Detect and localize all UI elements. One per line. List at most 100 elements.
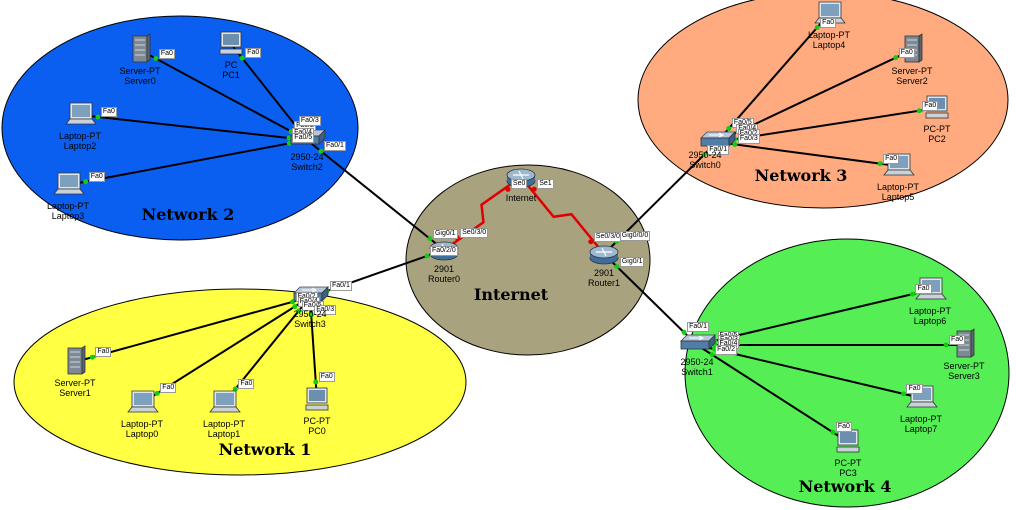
port-status-dot (286, 140, 292, 146)
port-label: Fa0 (245, 48, 262, 59)
port-status-dot (588, 239, 594, 245)
port-status-dot (292, 304, 298, 310)
device-model: Server-PT (943, 361, 985, 371)
copper-link[interactable] (139, 49, 308, 141)
port-status-dot (614, 264, 620, 270)
devices-layer (53, 1, 975, 453)
port-status-dot (531, 186, 537, 192)
laptop-icon[interactable] (65, 102, 97, 125)
port-status-dot (943, 342, 949, 348)
device-name: Server2 (896, 76, 928, 86)
device-name: Router1 (587, 278, 621, 288)
port-status-dot (95, 114, 101, 120)
device-name: Server0 (124, 76, 156, 86)
device-name: Laptop4 (812, 40, 846, 50)
internet-title: Internet (473, 285, 549, 304)
device-model: Laptop-PT (908, 306, 952, 316)
device-model: PC (224, 60, 238, 70)
port-status-dot (900, 391, 906, 397)
device-name: Laptop3 (51, 211, 85, 221)
copper-link[interactable] (67, 139, 308, 186)
port-label: Fa0/5 (292, 133, 315, 144)
device-model: 2950-24 (293, 309, 327, 319)
port-label: Se0 (510, 179, 528, 190)
port-status-dot (424, 253, 430, 259)
port-status-dot (83, 179, 89, 185)
port-label: Fa0 (915, 284, 932, 295)
port-label: Fa0 (949, 335, 966, 345)
switch-icon[interactable] (680, 334, 716, 350)
port-status-dot (893, 55, 899, 61)
device-name: PC1 (222, 70, 240, 80)
device-model: Server-PT (891, 66, 933, 76)
port-status-dot (286, 135, 292, 141)
device-name: Laptop5 (881, 192, 915, 202)
internet-label: Internet (506, 193, 537, 203)
port-status-dot (909, 291, 915, 297)
port-label: Fa0 (88, 171, 105, 182)
copper-link[interactable] (603, 253, 698, 346)
server-icon[interactable] (132, 33, 151, 63)
port-status-dot (726, 125, 732, 131)
device-model: Laptop-PT (876, 182, 920, 192)
device-name: Laptop6 (913, 316, 947, 326)
port-label: Gig0/1 (432, 228, 458, 239)
copper-link[interactable] (79, 114, 308, 141)
device-name: Switch2 (291, 162, 323, 172)
device-model: Laptop-PT (46, 201, 90, 211)
port-status-dot (308, 312, 314, 318)
port-label: Fa0/1 (687, 322, 710, 333)
copper-link[interactable] (716, 141, 899, 167)
pc-icon[interactable] (305, 387, 329, 411)
serial-link[interactable] (520, 176, 605, 255)
laptop-icon[interactable] (53, 172, 85, 195)
laptop-icon[interactable] (209, 390, 241, 413)
port-label: Fa0 (160, 383, 177, 394)
laptop-icon[interactable] (127, 390, 159, 413)
device-name: PC2 (928, 134, 946, 144)
device-name: Switch3 (294, 319, 326, 329)
server-icon[interactable] (67, 345, 86, 375)
port-label: Fa0 (238, 379, 255, 390)
copper-link[interactable] (696, 344, 849, 443)
internet-area (405, 164, 651, 356)
port-status-dot (427, 236, 433, 242)
port-status-dot (318, 148, 324, 154)
network-1-title: Network 1 (218, 440, 312, 459)
network-2-area (1, 15, 359, 241)
port-label: Fa0/2 (715, 344, 738, 355)
port-label: Fa0 (820, 17, 837, 28)
device-name: PC0 (308, 426, 326, 436)
switch-icon[interactable] (700, 131, 736, 147)
port-status-dot (232, 386, 238, 392)
device-model: 2901 (433, 264, 455, 274)
device-name: Router0 (427, 274, 461, 284)
laptop-icon[interactable] (906, 385, 938, 408)
router-icon[interactable] (589, 245, 619, 265)
port-label: Fa0 (835, 422, 852, 433)
port-status-dot (154, 390, 160, 396)
copper-link[interactable] (306, 139, 445, 251)
copper-link[interactable] (74, 296, 311, 363)
pc-icon[interactable] (219, 31, 243, 55)
device-model: 2901 (593, 268, 615, 278)
device-name: Switch0 (689, 160, 721, 170)
pc-icon[interactable] (836, 429, 860, 453)
port-label: Fa0 (158, 48, 175, 59)
port-status-dot (89, 354, 95, 360)
